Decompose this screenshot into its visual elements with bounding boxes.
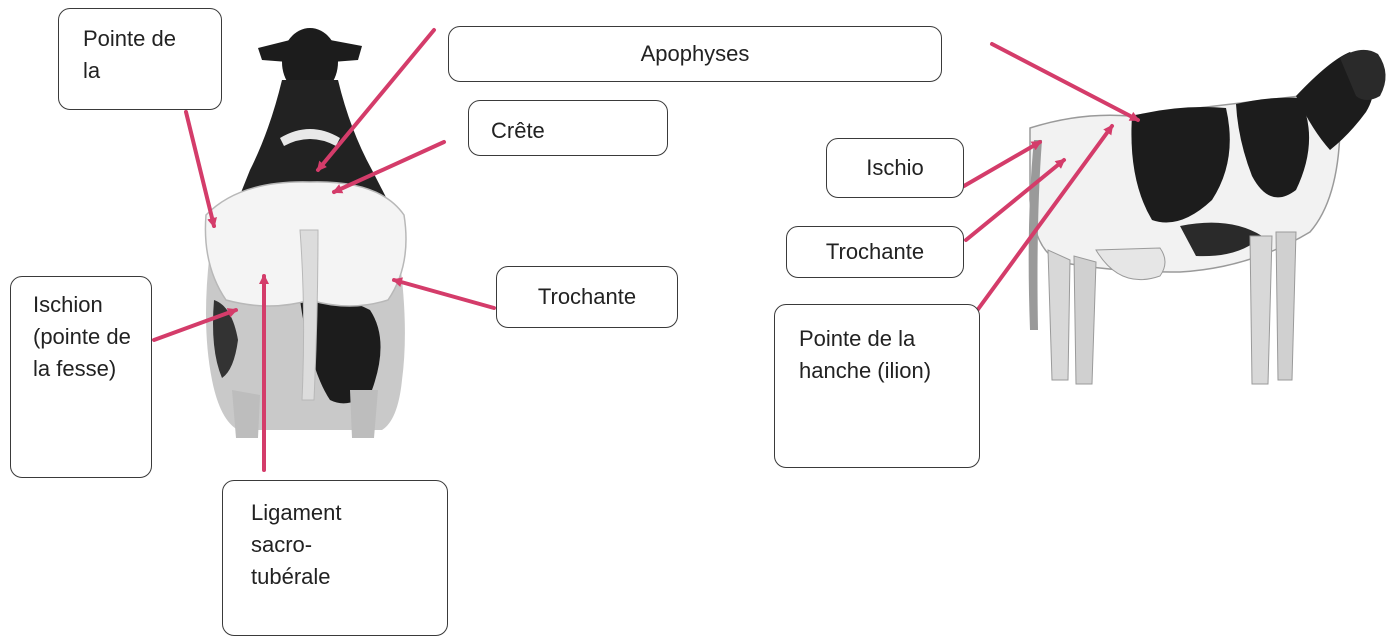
- cow-ear-left: [258, 40, 290, 62]
- cow-side-leg-rear-1: [1047, 249, 1071, 381]
- arrow-ischion: [152, 308, 238, 342]
- label-pointe-de-la-text: Pointe de la: [83, 26, 176, 83]
- cow-side-view: [1028, 49, 1386, 385]
- label-crete: Crête: [468, 100, 668, 156]
- cow-side-leg-rear-2: [1073, 255, 1097, 385]
- cow-leg-left: [232, 390, 260, 438]
- label-apophyses: Apophyses: [448, 26, 942, 82]
- label-ischion-text: Ischion (pointe de la fesse): [33, 292, 131, 381]
- cow-side-leg-front-1: [1249, 235, 1273, 385]
- label-ischion: Ischion (pointe de la fesse): [10, 276, 152, 478]
- arrow-trochante-right: [964, 158, 1066, 242]
- cow-side-patch-1: [1131, 107, 1230, 223]
- label-trochante-right-text: Trochante: [825, 239, 925, 264]
- label-ligament: Ligament sacro-tubérale: [222, 480, 448, 636]
- label-ischio: Ischio: [826, 138, 964, 198]
- cow-patch-right: [300, 296, 381, 404]
- cow-side-leg-front-2: [1275, 231, 1297, 381]
- arrow-crete: [332, 140, 446, 194]
- label-ischio-text: Ischio: [866, 155, 924, 180]
- label-ligament-text: Ligament sacro-tubérale: [251, 500, 342, 589]
- arrow-ischio: [962, 140, 1042, 188]
- arrow-pointe-hanche: [974, 124, 1114, 314]
- arrow-pointe-de-la: [184, 110, 217, 228]
- cow-side-patch-3: [1180, 222, 1262, 257]
- cow-back: [236, 80, 390, 205]
- cow-side-patch-2: [1236, 97, 1310, 198]
- cow-neck-band: [280, 129, 340, 146]
- label-crete-text: Crête: [491, 118, 545, 143]
- label-trochante-right: Trochante: [786, 226, 964, 278]
- label-trochante-left: Trochante: [496, 266, 678, 328]
- cow-rear-view: [204, 28, 407, 438]
- label-apophyses-text: Apophyses: [640, 41, 750, 66]
- label-pointe-hanche: Pointe de la hanche (ilion): [774, 304, 980, 468]
- arrow-apophyses-left: [316, 28, 436, 172]
- cow-side-udder: [1095, 247, 1166, 281]
- label-pointe-hanche-text: Pointe de la hanche (ilion): [799, 326, 932, 383]
- cow-leg-right: [350, 390, 378, 438]
- label-pointe-de-la: Pointe de la: [58, 8, 222, 110]
- cow-side-head: [1340, 49, 1386, 100]
- arrow-apophyses-right: [990, 42, 1140, 122]
- cow-head: [282, 28, 338, 96]
- cow-ear-right: [330, 40, 362, 62]
- label-trochante-left-text: Trochante: [537, 284, 637, 309]
- cow-tail: [299, 229, 319, 401]
- arrow-trochante-left: [392, 277, 496, 310]
- cow-patch-left: [213, 300, 238, 378]
